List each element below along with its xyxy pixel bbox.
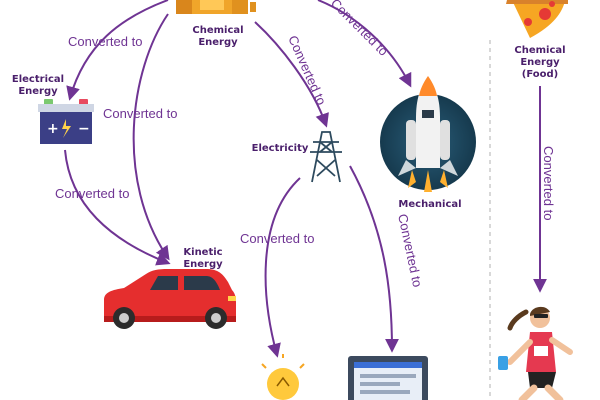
pizza-icon: [506, 0, 568, 38]
edge-chem-to-electricity: [254, 21, 329, 128]
node-label-electricity: Electricity: [252, 143, 309, 154]
edge-chem-to-kinetic: [132, 13, 170, 261]
edge-chem-to-mechanical: [317, 0, 412, 88]
edge-label-chem-to-kinetic: Converted to: [103, 106, 177, 121]
node-label-food-1: Chemical: [514, 45, 565, 56]
node-label-chemical-energy-1: Chemical: [192, 25, 243, 36]
node-label-food-2: Energy: [520, 57, 560, 68]
node-label-electrical-energy-1: Electrical: [12, 74, 64, 85]
power-tower-icon: [310, 131, 342, 183]
edge-label-chem-to-electricity: Converted to: [285, 33, 329, 107]
node-label-kinetic-energy-2: Energy: [183, 259, 223, 270]
edge-label-electricity-to-computer: Converted to: [395, 213, 425, 289]
node-label-kinetic-energy-1: Kinetic: [183, 247, 222, 258]
node-label-mechanical: Mechanical: [398, 199, 461, 210]
car-icon: [104, 269, 236, 329]
node-label-food-3: (Food): [522, 69, 558, 80]
node-label-electrical-energy-2: Energy: [18, 86, 58, 97]
edge-chem-to-electrical: [66, 0, 169, 101]
light-bulb-icon: [261, 354, 305, 400]
edge-label-electrical-to-kinetic: Converted to: [55, 186, 129, 201]
edge-label-chem-to-mechanical: Converted to: [328, 0, 391, 59]
runner-icon: [498, 306, 573, 400]
edge-electricity-to-bulb: [264, 177, 301, 358]
fuel-can-icon: [176, 0, 256, 14]
edge-label-electricity-to-bulb: Converted to: [240, 231, 314, 246]
battery-icon: + −: [38, 99, 94, 144]
edge-label-food-to-runner: Converted to: [541, 146, 556, 220]
node-label-chemical-energy-2: Energy: [198, 37, 238, 48]
edge-electrical-to-kinetic: [64, 149, 171, 266]
svg-text:−: −: [78, 121, 90, 137]
rocket-icon: [380, 76, 476, 192]
computer-monitor-icon: [348, 356, 428, 400]
edge-label-chem-to-electrical: Converted to: [68, 34, 142, 49]
svg-text:+: +: [47, 121, 59, 137]
edge-electricity-to-computer: [349, 165, 399, 353]
